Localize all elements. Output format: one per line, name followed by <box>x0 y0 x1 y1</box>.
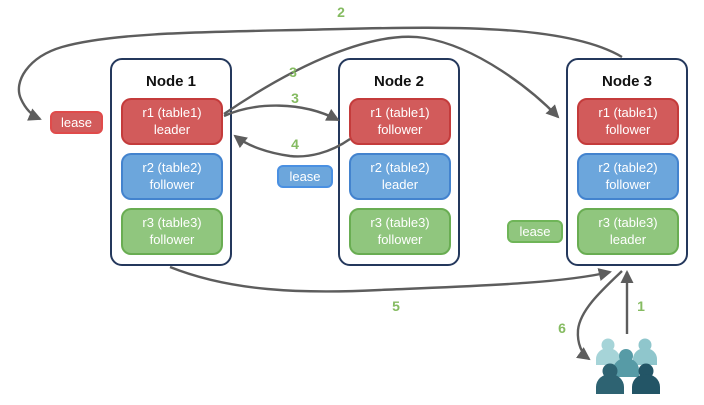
node-3-title: Node 3 <box>601 73 652 90</box>
node2-r2-replica: r2 (table2) leader <box>349 153 451 200</box>
node-1: Node 1 r1 (table1) leader r2 (table2) fo… <box>110 58 232 266</box>
user-figure-top-right <box>633 338 657 365</box>
replica-role: follower <box>377 121 423 137</box>
node-2-title: Node 2 <box>373 73 424 90</box>
lease-label: lease <box>519 224 551 239</box>
lease-badge-red: lease <box>50 111 103 134</box>
replica-role: leader <box>153 121 191 137</box>
replica-name: r3 (table3) <box>142 214 202 230</box>
node3-r2-replica: r2 (table2) follower <box>577 153 679 200</box>
node3-r3-replica: r3 (table3) leader <box>577 208 679 255</box>
node-1-title: Node 1 <box>145 73 196 90</box>
node-2: Node 2 r1 (table1) follower r2 (table2) … <box>338 58 460 266</box>
replica-role: follower <box>605 176 651 192</box>
user-figure-bottom-left <box>596 363 624 394</box>
step-label-3b: 3 <box>291 90 299 106</box>
node1-r2-replica: r2 (table2) follower <box>121 153 223 200</box>
node1-r3-replica: r3 (table3) follower <box>121 208 223 255</box>
replica-role: follower <box>377 231 423 247</box>
step-label-4: 4 <box>291 136 299 152</box>
replica-name: r2 (table2) <box>370 159 430 175</box>
step-label-5: 5 <box>392 298 400 314</box>
step-label-1: 1 <box>637 298 645 314</box>
replica-name: r2 (table2) <box>598 159 658 175</box>
replica-role: leader <box>381 176 419 192</box>
lease-badge-green: lease <box>507 220 563 243</box>
replica-role: leader <box>609 231 647 247</box>
user-figure-middle <box>613 349 639 377</box>
step-label-2: 2 <box>337 4 345 20</box>
lease-label: lease <box>60 115 93 130</box>
node1-r1-replica: r1 (table1) leader <box>121 98 223 145</box>
node-3: Node 3 r1 (table1) follower r2 (table2) … <box>566 58 688 266</box>
lease-badge-blue: lease <box>277 165 333 188</box>
user-figure-top-left <box>596 338 620 365</box>
user-figure-bottom-right <box>632 363 660 394</box>
step-label-6: 6 <box>558 320 566 336</box>
node2-r1-replica: r1 (table1) follower <box>349 98 451 145</box>
replica-name: r3 (table3) <box>370 214 430 230</box>
users-icon <box>596 338 660 394</box>
node2-r3-replica: r3 (table3) follower <box>349 208 451 255</box>
arrow-step-5 <box>169 265 612 293</box>
replica-name: r3 (table3) <box>598 214 658 230</box>
node3-r1-replica: r1 (table1) follower <box>577 98 679 145</box>
replica-name: r1 (table1) <box>598 104 658 120</box>
step-label-3a: 3 <box>289 64 297 80</box>
lease-label: lease <box>289 169 321 184</box>
replica-name: r1 (table1) <box>142 104 202 120</box>
arrow-step-3-to-node2 <box>223 104 340 122</box>
arrow-step-6 <box>576 270 623 361</box>
replica-name: r2 (table2) <box>142 159 202 175</box>
replica-role: follower <box>605 121 651 137</box>
replica-role: follower <box>149 231 195 247</box>
replica-role: follower <box>149 176 195 192</box>
replica-name: r1 (table1) <box>370 104 430 120</box>
